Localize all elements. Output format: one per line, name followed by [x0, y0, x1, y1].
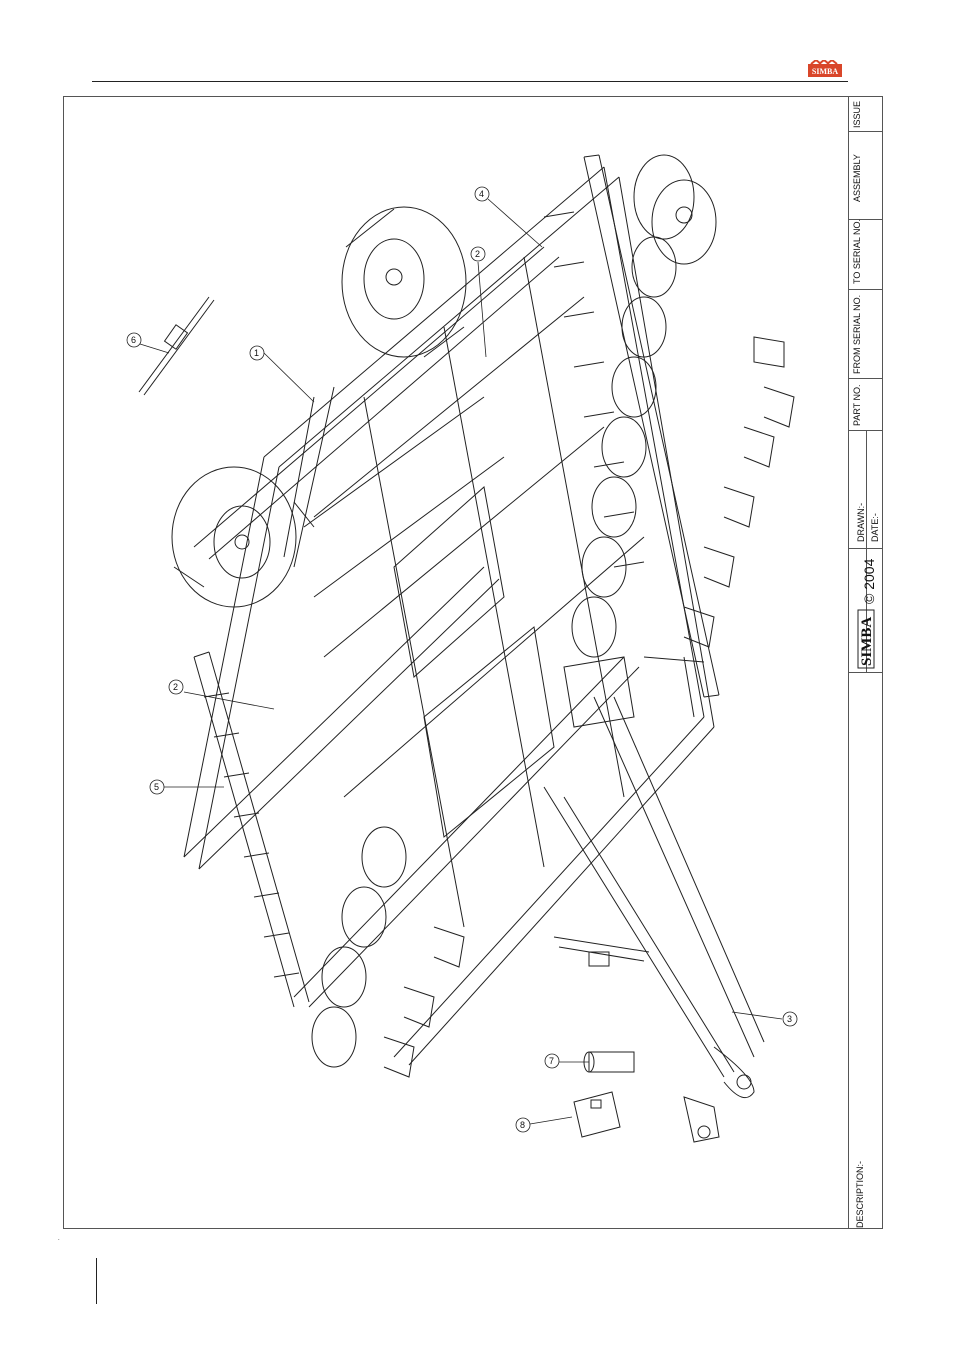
callout-2b: 2: [173, 682, 178, 692]
brand-text: SIMBA: [859, 617, 875, 666]
main-frame: [184, 167, 714, 1065]
logo-text: SIMBA: [812, 67, 838, 76]
front-tine-beam: [544, 155, 719, 697]
issue-label: ISSUE: [852, 101, 862, 128]
from-serial-label: FROM SERIAL NO.: [852, 295, 862, 374]
drawn-label: DRAWN:-: [856, 503, 866, 542]
callout-4: 4: [479, 189, 484, 199]
callout-1: 1: [254, 348, 259, 358]
machine-assembly-drawing: 1 2 2 3 4 5 6 7 8: [64, 97, 848, 1228]
title-block-logo: SIMBA: [850, 608, 882, 670]
callout-2a: 2: [475, 249, 480, 259]
simba-logo: SIMBA: [808, 60, 842, 78]
part-no-label: PART NO.: [852, 384, 862, 426]
header-rule: [92, 81, 848, 82]
disc-rows: [312, 155, 716, 1067]
callout-6: 6: [131, 335, 136, 345]
callout-3: 3: [787, 1014, 792, 1024]
description-label: DESCRIPTION:-: [855, 1161, 865, 1228]
callout-5: 5: [154, 782, 159, 792]
callout-7: 7: [549, 1056, 554, 1066]
copyright-text: © 2004: [861, 559, 877, 604]
rear-tine-beam: [194, 652, 309, 1007]
date-label: DATE:-: [870, 513, 880, 542]
callout-8: 8: [520, 1120, 525, 1130]
transport-wheels: [172, 207, 466, 607]
drawbar: [544, 657, 764, 1098]
assembly-label: ASSEMBLY: [852, 154, 862, 202]
to-serial-label: TO SERIAL NO.: [852, 219, 862, 284]
